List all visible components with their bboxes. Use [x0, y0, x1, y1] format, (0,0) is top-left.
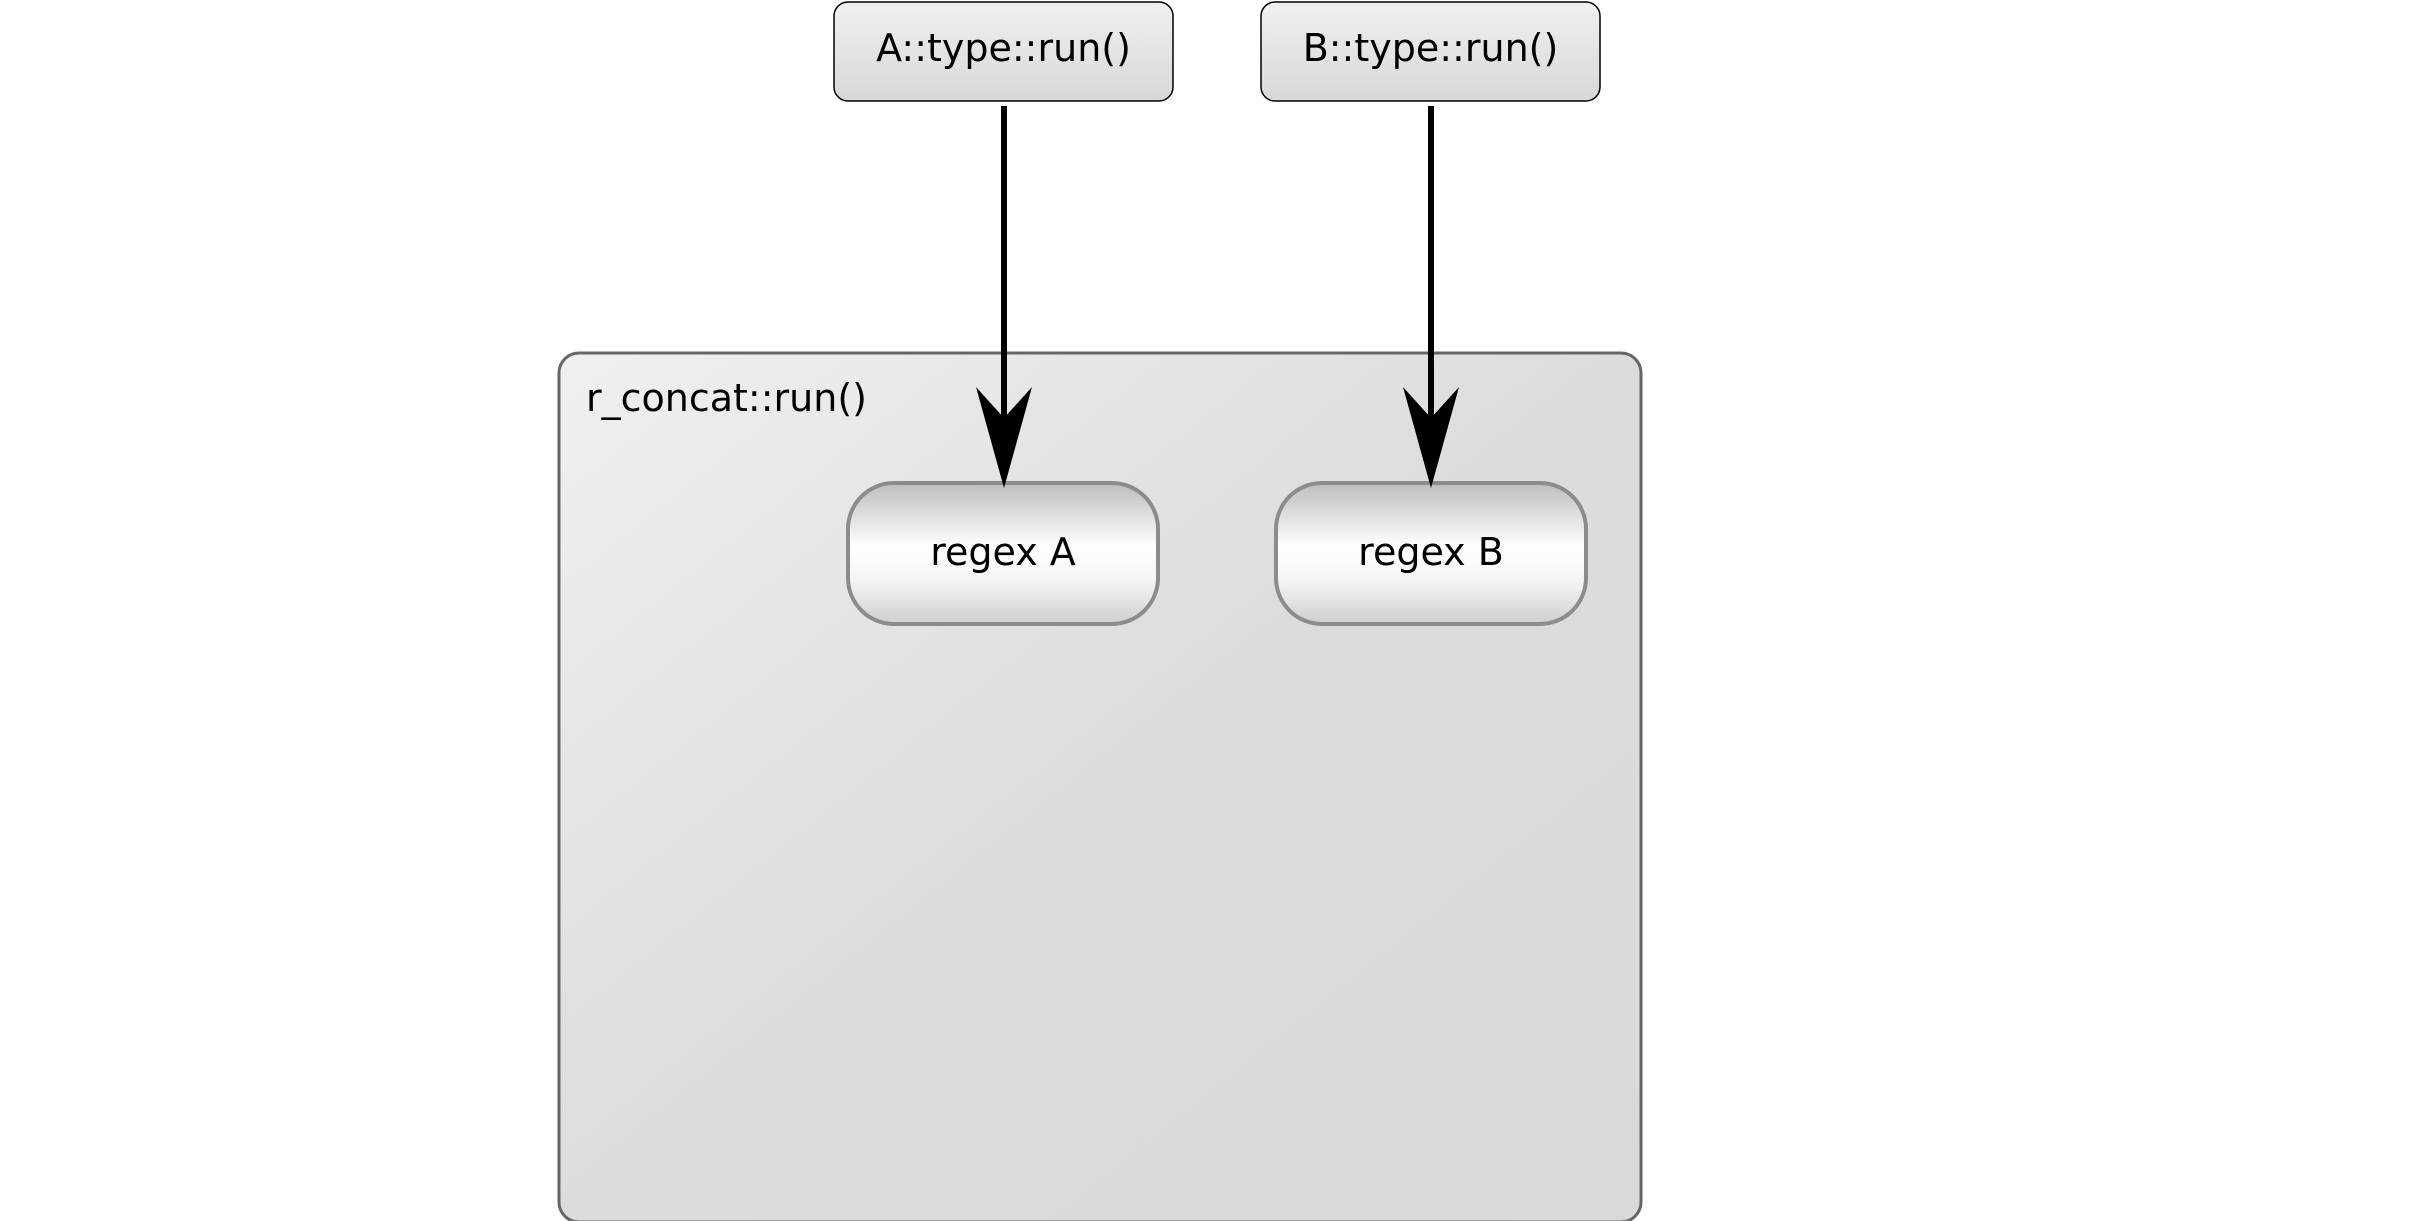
caller-node-b: B::type::run(): [1260, 1, 1601, 102]
caller-node-a: A::type::run(): [833, 1, 1174, 102]
regex-label-b: regex B: [1358, 530, 1504, 574]
regex-label-a: regex A: [930, 530, 1076, 574]
arrow-a-to-regex-a: [976, 106, 1032, 488]
caller-box-a: [833, 1, 1174, 102]
caller-label-a: A::type::run(): [876, 26, 1131, 70]
regex-node-a: regex A: [846, 481, 1160, 626]
caller-box-b: [1260, 1, 1601, 102]
arrow-b-to-regex-b: [1403, 106, 1459, 488]
container-label: r_concat::run(): [586, 376, 867, 420]
arrow-head-a: [976, 387, 1032, 488]
regex-node-b: regex B: [1274, 481, 1588, 626]
arrow-head-b: [1403, 387, 1459, 488]
caller-label-b: B::type::run(): [1303, 26, 1559, 70]
